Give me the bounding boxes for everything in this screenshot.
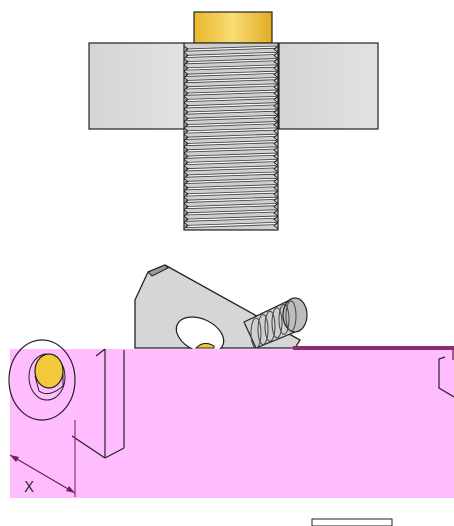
thread-notch [273, 102, 279, 110]
thread-notch [273, 114, 279, 122]
thread-notch [273, 108, 279, 116]
thread-notch [273, 196, 279, 204]
detail-overlay: X [8, 339, 454, 498]
overlay-top-strip [293, 346, 454, 350]
stud-threads [183, 45, 279, 230]
boss-outer-ring [8, 339, 76, 421]
thread-notch [273, 222, 279, 230]
thread-notch [273, 45, 279, 53]
thread-notch [183, 146, 189, 154]
thread-notch [183, 127, 189, 135]
plate-left [88, 42, 186, 130]
stud-thread-ring [250, 317, 262, 349]
wall-block [71, 348, 125, 459]
thread-notch [183, 184, 189, 192]
thread-notch [183, 58, 189, 66]
boss-top [34, 353, 64, 389]
bottom-tab [311, 518, 393, 526]
thread-notch [183, 108, 189, 116]
thread-notch [273, 77, 279, 85]
thread-notch [183, 64, 189, 72]
plate-right [278, 42, 379, 130]
thread-notch [183, 70, 189, 78]
dimension-x: X [9, 420, 76, 497]
thread-notch [183, 209, 189, 217]
stud-thread-ring [285, 300, 297, 332]
thread-notch [183, 96, 189, 104]
thread-notch [273, 96, 279, 104]
stud-thread-ring [271, 307, 283, 339]
overlay-panel [10, 349, 454, 498]
stud-cap [193, 11, 273, 44]
thread-notch [183, 165, 189, 173]
thread-notch [183, 83, 189, 91]
thread-notch [183, 196, 189, 204]
thread-notch [273, 64, 279, 72]
thread-notch [183, 140, 189, 148]
thread-notch [183, 114, 189, 122]
thread-notch [273, 190, 279, 198]
thread-notch [273, 51, 279, 59]
thread-notch [183, 190, 189, 198]
thread-notch [183, 51, 189, 59]
thread-notch [183, 102, 189, 110]
thread-notch [273, 127, 279, 135]
bracket-stud [243, 297, 308, 349]
thread-notch [273, 184, 279, 192]
thread-notch [273, 209, 279, 217]
thread-notch [273, 89, 279, 97]
thread-notch [273, 152, 279, 160]
thread-notch [183, 203, 189, 211]
dimension-label: X [24, 478, 34, 496]
thread-notch [183, 121, 189, 129]
section-view [88, 11, 379, 231]
stud-thread-ring [278, 303, 290, 335]
thread-notch [273, 177, 279, 185]
thread-notch [273, 58, 279, 66]
thread-notch [273, 215, 279, 223]
thread-notch [273, 171, 279, 179]
isometric-view [134, 264, 308, 354]
thread-notch [183, 89, 189, 97]
stud-thread-ring [264, 310, 276, 342]
thread-notch [273, 140, 279, 148]
thread-notch [273, 133, 279, 141]
thread-notch [273, 146, 279, 154]
thread-notch [273, 203, 279, 211]
thread-notch [273, 165, 279, 173]
thread-notch [183, 177, 189, 185]
thread-notch [183, 77, 189, 85]
bracket-plate-edge [147, 264, 169, 277]
thread-notch [183, 152, 189, 160]
thread-notch [273, 70, 279, 78]
thread-notch [183, 159, 189, 167]
thread-notch [183, 222, 189, 230]
thread-notch [183, 215, 189, 223]
thread-notch [273, 121, 279, 129]
thread-notch [183, 171, 189, 179]
thread-notch [183, 133, 189, 141]
gold-sliver [194, 342, 215, 349]
thread-notch [273, 83, 279, 91]
thread-notch [273, 159, 279, 167]
right-edge-detail [438, 356, 454, 398]
thread-notch [183, 45, 189, 53]
boss-detail [8, 339, 76, 421]
stud-thread-ring [257, 314, 269, 346]
